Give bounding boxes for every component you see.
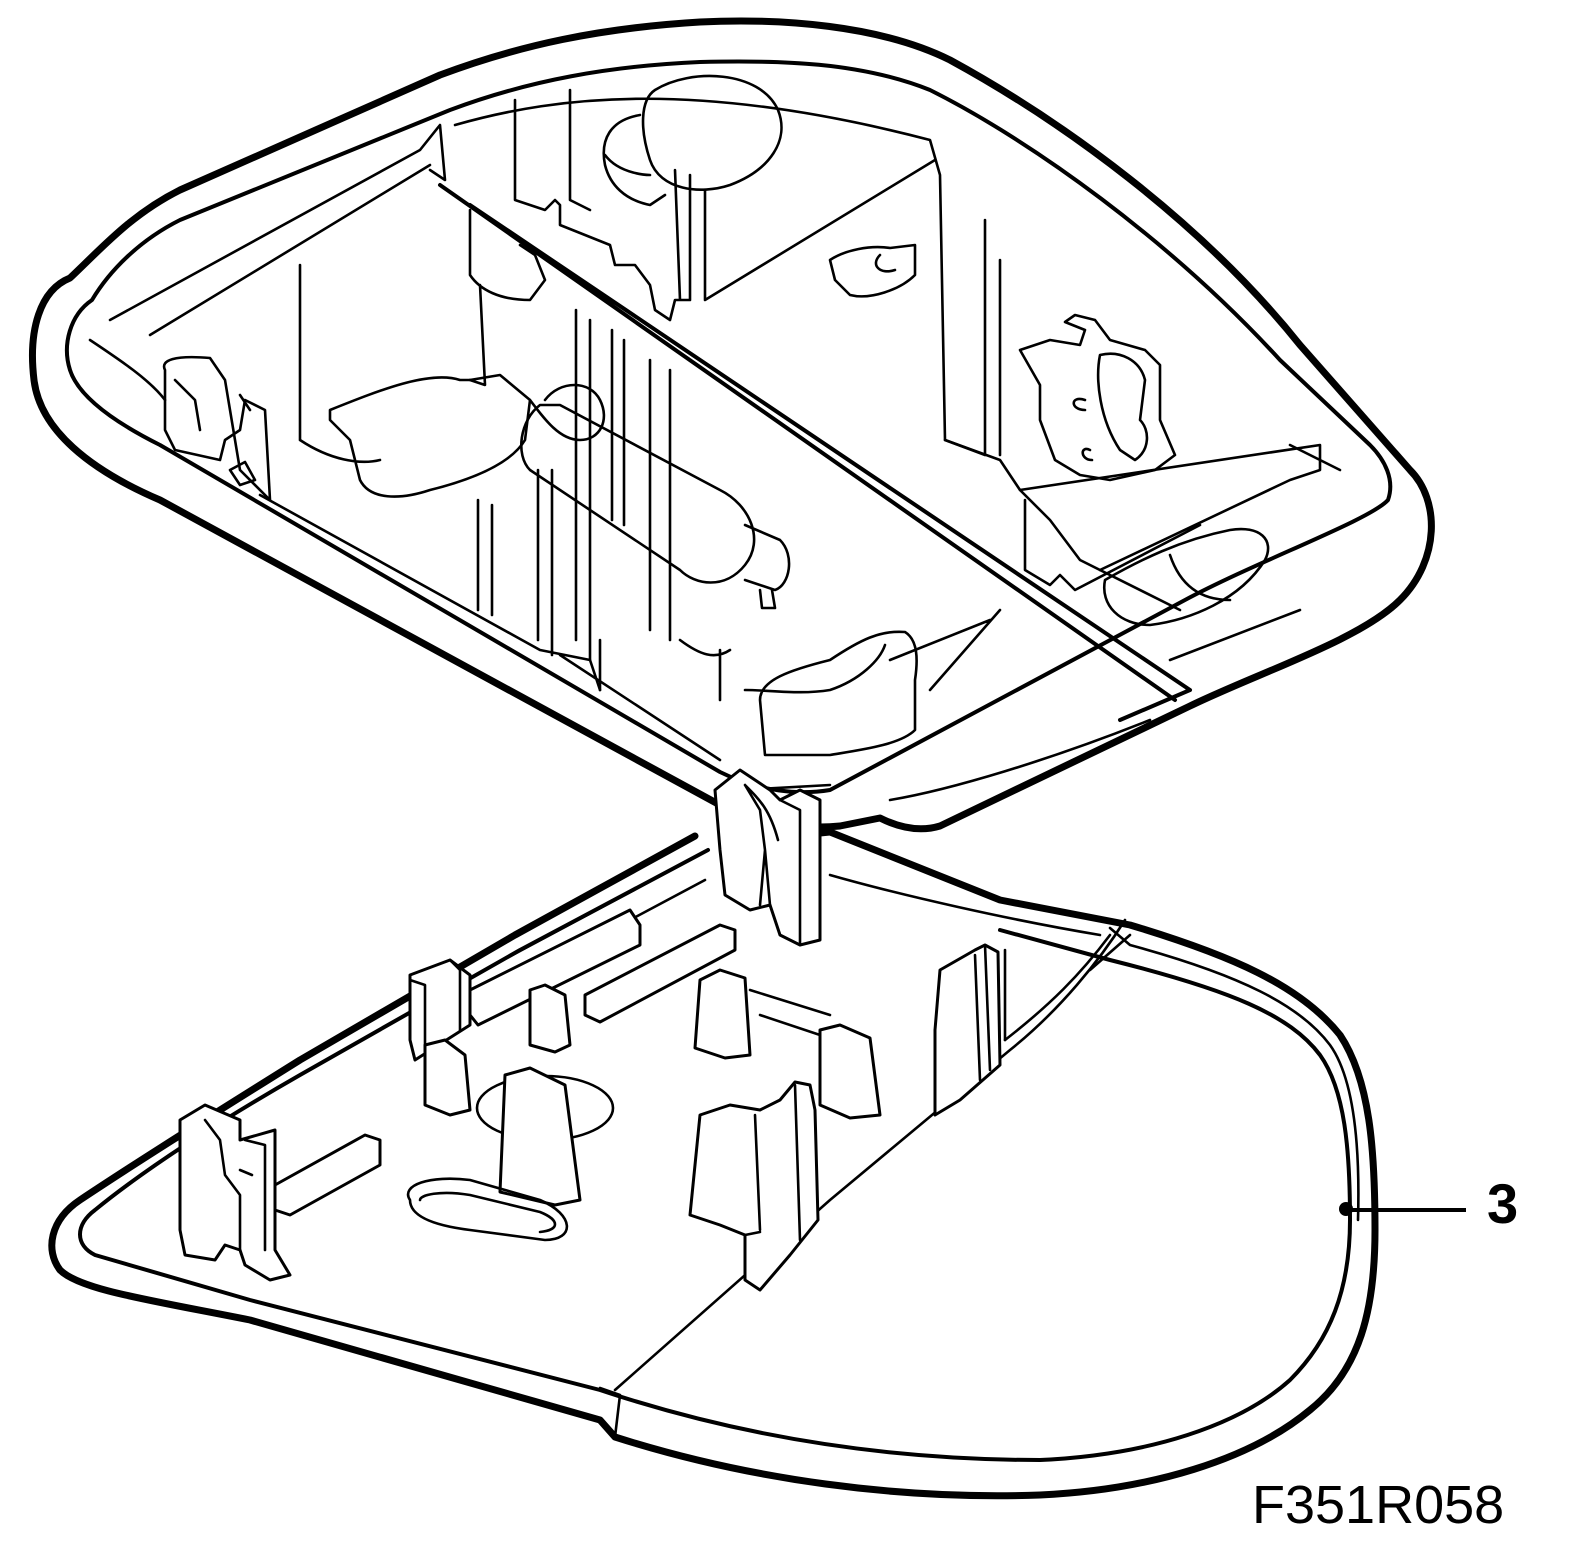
lower-cover-outer-rim (48, 828, 1379, 1500)
callout-number-3: 3 (1487, 1172, 1519, 1235)
upper-left-pocket (298, 263, 532, 498)
lower-cover (48, 768, 1379, 1500)
upper-right-clip-loop (1072, 352, 1149, 462)
upper-left-clip (162, 355, 272, 502)
upper-right-bracket (828, 243, 917, 298)
upper-reading-lamp (602, 74, 783, 207)
lower-post-4 (693, 968, 752, 1060)
lower-long-rail-2 (583, 923, 737, 1024)
lower-front-clip (688, 1080, 820, 1292)
upper-housing (29, 17, 1435, 833)
lower-post-1 (528, 983, 572, 1054)
lower-cover-lens-edge (598, 918, 1127, 1439)
upper-front-lip (258, 493, 732, 762)
upper-socket-walls (513, 88, 937, 322)
lower-post-3 (498, 1066, 582, 1207)
lower-cover-inner-rim (78, 848, 1352, 1462)
lower-post-2 (423, 1038, 472, 1117)
upper-housing-divider-wall (438, 183, 1192, 722)
upper-lamp-body (468, 208, 606, 442)
lower-right-clip-detail (973, 943, 992, 1082)
lower-oval-hole-2 (406, 1177, 569, 1242)
lower-left-clip-detail (203, 1118, 267, 1252)
figure-code: F351R058 (1252, 1475, 1505, 1535)
callout-leader (1339, 1202, 1466, 1216)
upper-left-walls (88, 163, 1152, 802)
upper-housing-inner-wall (108, 97, 1182, 612)
lower-right-clip (933, 943, 1002, 1117)
upper-left-clip-detail (173, 378, 252, 432)
lower-long-rail-1 (468, 908, 642, 1027)
upper-right-lens (1102, 527, 1302, 662)
upper-housing-inner-rim (65, 59, 1393, 795)
lower-cover-inner-rim-2 (1088, 926, 1360, 1222)
lower-left-clip (178, 1103, 292, 1282)
lower-center-tab-detail (743, 783, 802, 947)
lower-right-rail (748, 988, 832, 1037)
upper-right-walls (943, 218, 1342, 592)
lower-front-clip-detail (743, 1083, 802, 1242)
upper-housing-outer-rim (29, 17, 1435, 833)
upper-right-pocket (743, 608, 1002, 757)
upper-ribs (476, 308, 672, 692)
upper-right-clip (1018, 313, 1177, 482)
lower-center-tab (713, 768, 822, 947)
lower-post-5 (818, 1023, 882, 1120)
upper-festoon-bulb (519, 403, 791, 610)
lower-tab-left-pair-inner (408, 958, 462, 1052)
lower-left-rail (273, 1133, 382, 1217)
